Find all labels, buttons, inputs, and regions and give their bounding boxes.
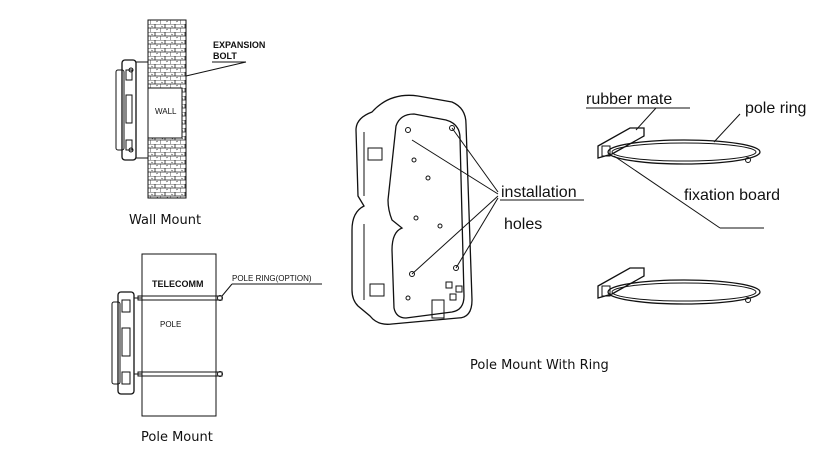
rubber-mate-label: rubber mate [586,91,672,108]
bottom-tab [431,299,445,319]
wall-mount-caption: Wall Mount [129,213,201,228]
telecomm-label: TELECOMM [152,279,204,289]
enclosure-figure: installation holes Pole Mount With Ring [351,94,609,373]
install-holes [405,125,463,301]
pole [141,253,217,417]
fixation-board-bottom [597,267,645,299]
holes-label: holes [504,216,542,233]
pole-label: POLE [160,320,181,329]
enclosure-front [387,113,465,319]
install-leader-lines [411,127,499,275]
ring-assembly-top: rubber mate pole ring fixation board [586,91,806,229]
pole-ring-label: pole ring [745,100,806,117]
rubber-mate-top [601,145,611,157]
pole-mount-ring-caption: Pole Mount With Ring [470,358,609,373]
pole-ring-option-label: POLE RING(OPTION) [232,274,312,283]
enclosure-back [351,94,473,325]
latch-top [367,147,383,161]
expansion-bolt-label-1: EXPANSION [213,40,265,50]
installation-label: installation [501,184,577,201]
wall-label: WALL [155,107,177,116]
pole-ring-leader [221,283,233,297]
wall-mount-figure: WALL EXPANSION BOLT Wall Mount [115,19,265,228]
wall-enclosure-side [115,59,148,161]
pole-ring-bottom [607,279,761,305]
expansion-bolt-label-2: BOLT [213,51,237,61]
fixation-board-label: fixation board [684,187,780,204]
wall-cutout [147,87,183,139]
bolt-line [185,61,247,77]
ring-assembly-bottom [597,267,761,305]
pole-mount-caption: Pole Mount [141,430,213,445]
latch-bottom [369,283,385,297]
pole-ring-top [607,139,761,165]
fixation-board-leader [613,155,721,229]
fixation-board-top [597,127,645,159]
pole-enclosure-side [111,291,142,395]
rubber-mate-bottom [601,285,611,297]
rubber-mate-leader [635,107,657,131]
pole-mount-figure: TELECOMM POLE POLE RING(OPTION) Pole Mou… [111,253,322,445]
pole-ring-leader [713,113,741,143]
